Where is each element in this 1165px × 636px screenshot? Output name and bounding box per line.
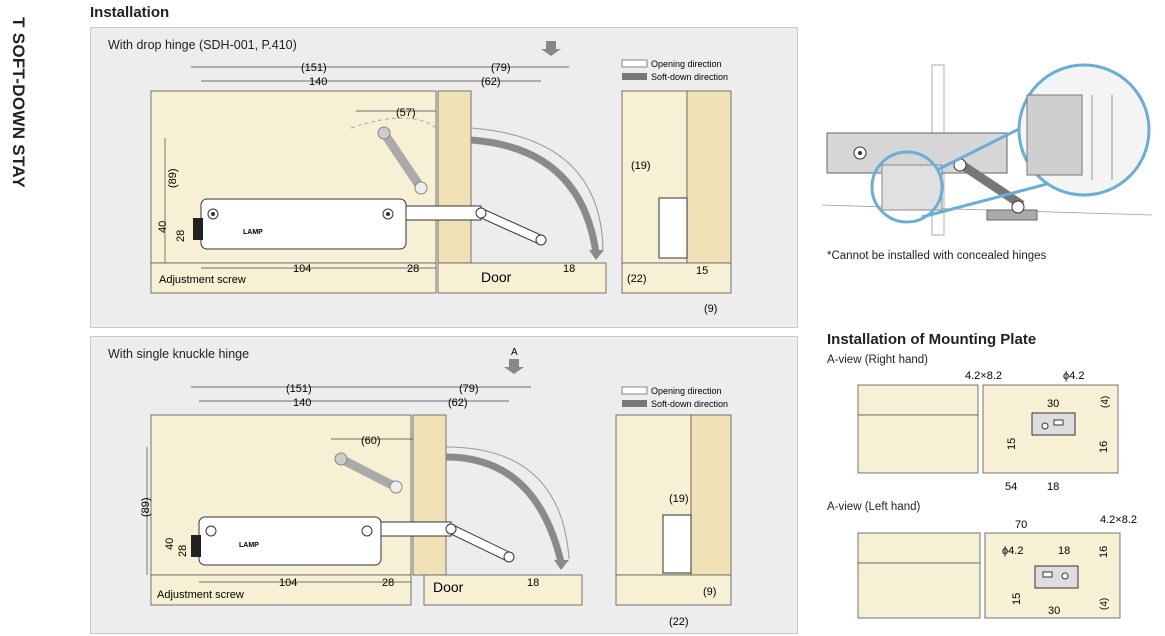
- dim-18: 18: [527, 577, 539, 589]
- left-hand-view: 70 4.2×8.2 ϕ4.2 18 16 15 30 (4): [857, 514, 1137, 619]
- legend-opening: Opening direction: [651, 386, 722, 396]
- side-title: T SOFT-DOWN STAY: [9, 17, 28, 189]
- door-vertical: [412, 414, 447, 576]
- plate: [1034, 565, 1079, 589]
- right-hand-view: 4.2×8.2 ϕ4.2 30 (4) 15 16 54 18: [857, 370, 1119, 493]
- adjust-label: Adjustment screw: [159, 274, 246, 286]
- door-label: Door: [433, 579, 464, 595]
- dim-16: 16: [1098, 546, 1110, 558]
- dim-15: 15: [1006, 438, 1018, 450]
- panel-knuckle-hinge: With single knuckle hinge LAMP Door Adju…: [90, 336, 798, 634]
- dim-79: (79): [459, 383, 479, 395]
- dim-15: 15: [1011, 593, 1023, 605]
- drop-arrow: [541, 41, 561, 56]
- door-vertical: [437, 90, 472, 264]
- door-label: Door: [481, 269, 512, 285]
- dim-18: 18: [563, 263, 575, 275]
- dim-104: 104: [293, 263, 311, 275]
- dim-18: 18: [1047, 481, 1059, 493]
- dim-9: (9): [703, 586, 716, 598]
- drop-hinge-diagram: LAMP Door Adjustment screw (151) 140 (79…: [150, 41, 732, 315]
- note-concealed-hinges: *Cannot be installed with concealed hing…: [827, 250, 1047, 262]
- dim-22: (22): [669, 616, 689, 628]
- mounting-plate-heading: Installation of Mounting Plate: [827, 331, 1037, 348]
- stay-body: [200, 198, 407, 250]
- dim-79: (79): [491, 62, 511, 74]
- dim-28b: 28: [407, 263, 419, 275]
- knuckle-hinge-diagram: LAMP Door Adjustment screw (151) 140 (79…: [140, 347, 732, 628]
- dim-15: 15: [696, 265, 708, 277]
- dim-slot: 4.2×8.2: [1100, 514, 1137, 526]
- dim-62: (62): [448, 397, 468, 409]
- dim-9: (9): [704, 303, 717, 315]
- dim-70: 70: [1015, 519, 1027, 531]
- dim-22: (22): [627, 273, 647, 285]
- door-open: [437, 262, 607, 294]
- dim-19: (19): [631, 160, 651, 172]
- dim-hole: ϕ4.2: [1002, 545, 1023, 557]
- stay-logo: LAMP: [243, 229, 263, 236]
- dim-104: 104: [279, 577, 297, 589]
- installation-heading: Installation: [90, 4, 170, 21]
- dim-4: (4): [1099, 598, 1110, 610]
- dim-16: 16: [1098, 441, 1110, 453]
- dim-40: 40: [164, 538, 176, 550]
- right-hand-label: A-view (Right hand): [827, 354, 928, 366]
- dim-140: 140: [309, 76, 327, 88]
- panel-drop-hinge: With drop hinge (SDH-001, P.410) LAMP: [90, 27, 798, 328]
- stay-logo: LAMP: [239, 542, 259, 549]
- dim-140: 140: [293, 397, 311, 409]
- dim-57: (57): [396, 107, 416, 119]
- dim-28: 28: [175, 230, 187, 242]
- zoom-circle-small: [870, 150, 944, 224]
- perspective-illustration: [821, 63, 1153, 236]
- dim-slot: 4.2×8.2: [965, 370, 1002, 382]
- door-open: [423, 574, 583, 606]
- dim-19: (19): [669, 493, 689, 505]
- dim-89: (89): [167, 168, 179, 188]
- dim-30: 30: [1048, 605, 1060, 617]
- stay-body: [198, 516, 382, 566]
- dim-60: (60): [361, 435, 381, 447]
- legend-softdown: Soft-down direction: [651, 399, 728, 409]
- dim-151: (151): [301, 62, 327, 74]
- dim-89: (89): [140, 497, 152, 517]
- dim-28b: 28: [382, 577, 394, 589]
- dim-151: (151): [286, 383, 312, 395]
- panel-title: With single knuckle hinge: [108, 347, 250, 361]
- dim-40: 40: [157, 221, 169, 233]
- dim-54: 54: [1005, 481, 1017, 493]
- view-a-arrow: [504, 359, 524, 374]
- dim-62: (62): [481, 76, 501, 88]
- dim-4: (4): [1100, 396, 1111, 408]
- legend-opening: Opening direction: [651, 59, 722, 69]
- left-hand-label: A-view (Left hand): [827, 501, 921, 513]
- dim-30: 30: [1047, 398, 1059, 410]
- adjust-label: Adjustment screw: [157, 589, 244, 601]
- dim-28: 28: [177, 545, 189, 557]
- cabinet-bottom: [150, 574, 412, 606]
- panel-title: With drop hinge (SDH-001, P.410): [108, 38, 297, 52]
- arrow-a-label: A: [511, 347, 518, 358]
- mounting-plate: [986, 209, 1038, 221]
- dim-hole: ϕ4.2: [1063, 370, 1084, 382]
- dim-18: 18: [1058, 545, 1070, 557]
- legend-softdown: Soft-down direction: [651, 72, 728, 82]
